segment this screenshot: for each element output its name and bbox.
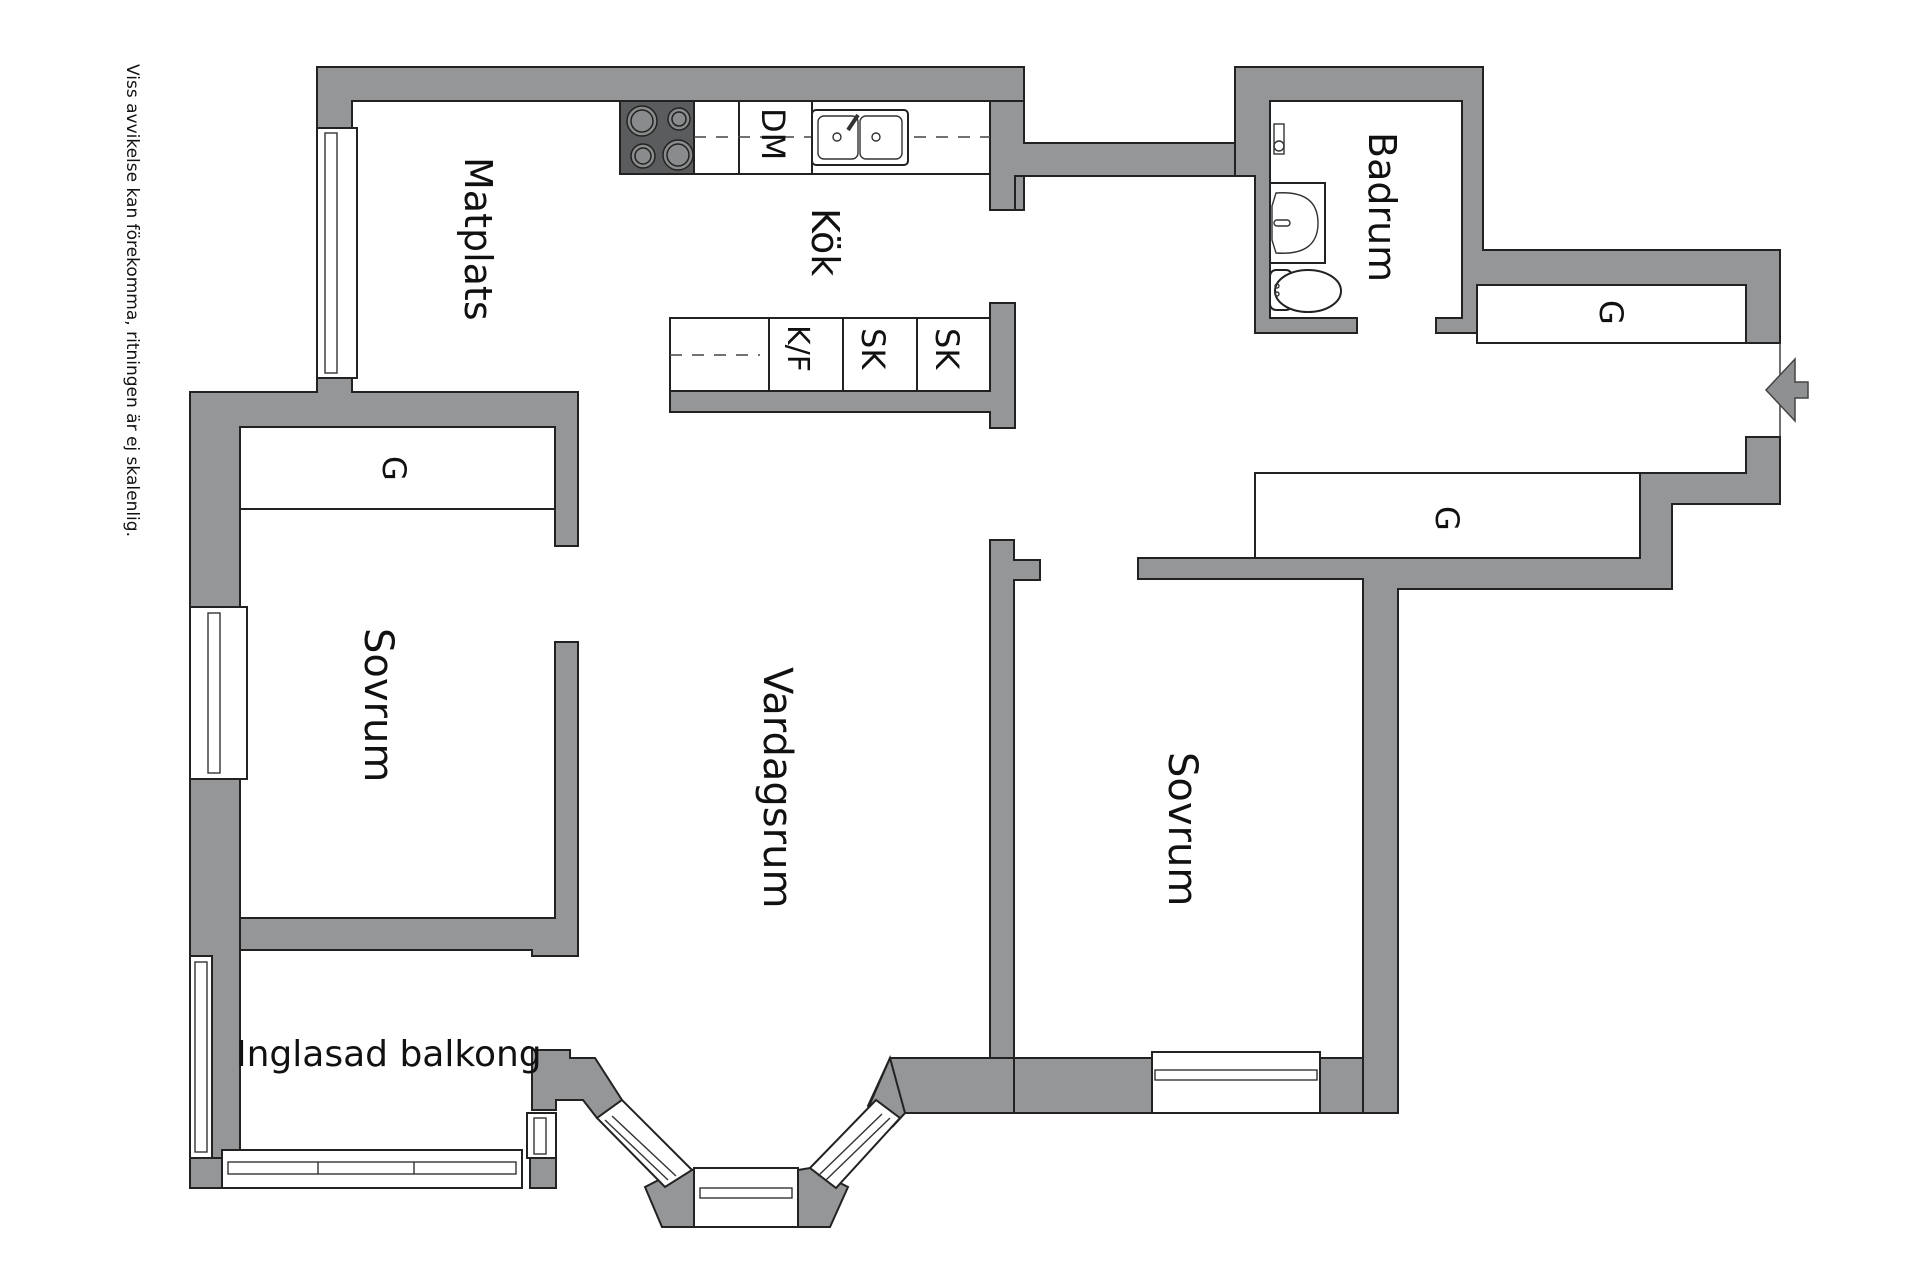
label-dishwasher: DM [754, 108, 792, 160]
wall-bay-left [531, 1049, 624, 1120]
kitchen-counter-middle [669, 302, 1016, 429]
label-living: Vardagsrum [754, 667, 800, 908]
wall-door-stub [989, 539, 1041, 1059]
wall-kitchen-corridor [989, 67, 1236, 211]
closet-left-bedroom [239, 426, 556, 510]
label-cabinet-1: SK [854, 328, 892, 370]
wall-hall-right [1137, 436, 1781, 1114]
wall-bedroom-right-bottom-2 [1319, 1057, 1364, 1114]
bathroom-fixtures [1269, 123, 1342, 313]
faucet-icon [1273, 123, 1285, 155]
wall-bedroom-right-bottom [1013, 1057, 1153, 1114]
windows [189, 127, 1321, 1228]
sink-icon [811, 109, 909, 166]
label-dining: Matplats [456, 157, 500, 321]
closet-hall-bottom [1254, 472, 1641, 559]
wall-bathroom [1234, 66, 1781, 344]
label-closet-hall-bottom: G [1428, 506, 1466, 531]
label-kitchen: Kök [803, 208, 847, 276]
closet-hall-top [1476, 284, 1747, 344]
label-balcony: Inglasad balkong [236, 1034, 542, 1075]
wall-bedroom-left-bottom [239, 641, 579, 957]
washbasin-icon [1269, 182, 1326, 264]
wall-balcony-corner-left [189, 1157, 223, 1189]
label-fridge-freezer: K/F [780, 325, 815, 372]
label-closet-hall-top: G [1592, 300, 1630, 325]
toilet-icon [1269, 269, 1342, 313]
label-closet-left: G [375, 456, 413, 481]
kitchen-counter-top [619, 100, 991, 175]
closets [239, 284, 1747, 559]
label-bathroom: Badrum [1360, 132, 1404, 282]
label-bedroom-right: Sovrum [1159, 752, 1205, 906]
label-bedroom-left: Sovrum [355, 628, 401, 782]
label-cabinet-2: SK [928, 328, 966, 370]
entrance-arrow-icon [1764, 357, 1809, 423]
